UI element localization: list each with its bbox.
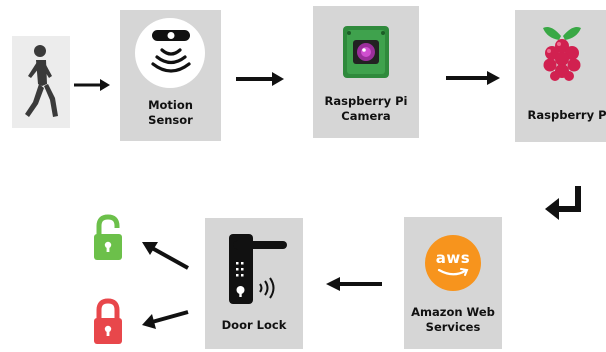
raspberry-pi-box: Raspberry Pi — [515, 10, 606, 142]
aws-label: Amazon Web Services — [411, 305, 495, 334]
raspberry-pi-label: Raspberry Pi — [527, 108, 606, 122]
aws-smile-icon — [437, 268, 469, 276]
motion-sensor-icon — [151, 30, 191, 73]
locked-padlock-icon — [94, 298, 122, 344]
camera-module-icon — [343, 26, 389, 78]
door-lock-box: Door Lock — [205, 218, 303, 349]
aws-box: aws Amazon Web Services — [404, 217, 502, 349]
door-lock-label: Door Lock — [221, 318, 287, 332]
arrow-lock-to-locked — [142, 310, 189, 329]
arrow-camera-to-pi — [446, 71, 500, 85]
smart-door-lock-icon — [229, 234, 287, 304]
aws-logo-icon: aws — [425, 235, 481, 291]
arrow-aws-to-lock — [326, 277, 382, 291]
arrow-pi-to-aws — [545, 186, 581, 220]
arrow-person-to-sensor — [74, 79, 110, 91]
camera-label: Raspberry Pi Camera — [324, 94, 408, 123]
arrow-sensor-to-camera — [236, 72, 284, 86]
unlocked-padlock-icon — [94, 214, 122, 260]
camera-box: Raspberry Pi Camera — [313, 6, 419, 138]
person-panel — [12, 36, 70, 128]
motion-sensor-label: Motion Sensor — [148, 98, 193, 127]
raspberry-pi-logo-icon — [543, 27, 581, 81]
arrow-lock-to-unlocked — [142, 242, 189, 270]
motion-sensor-box: Motion Sensor — [120, 10, 221, 141]
aws-logo-text: aws — [435, 249, 471, 267]
walking-person-icon — [25, 45, 58, 117]
